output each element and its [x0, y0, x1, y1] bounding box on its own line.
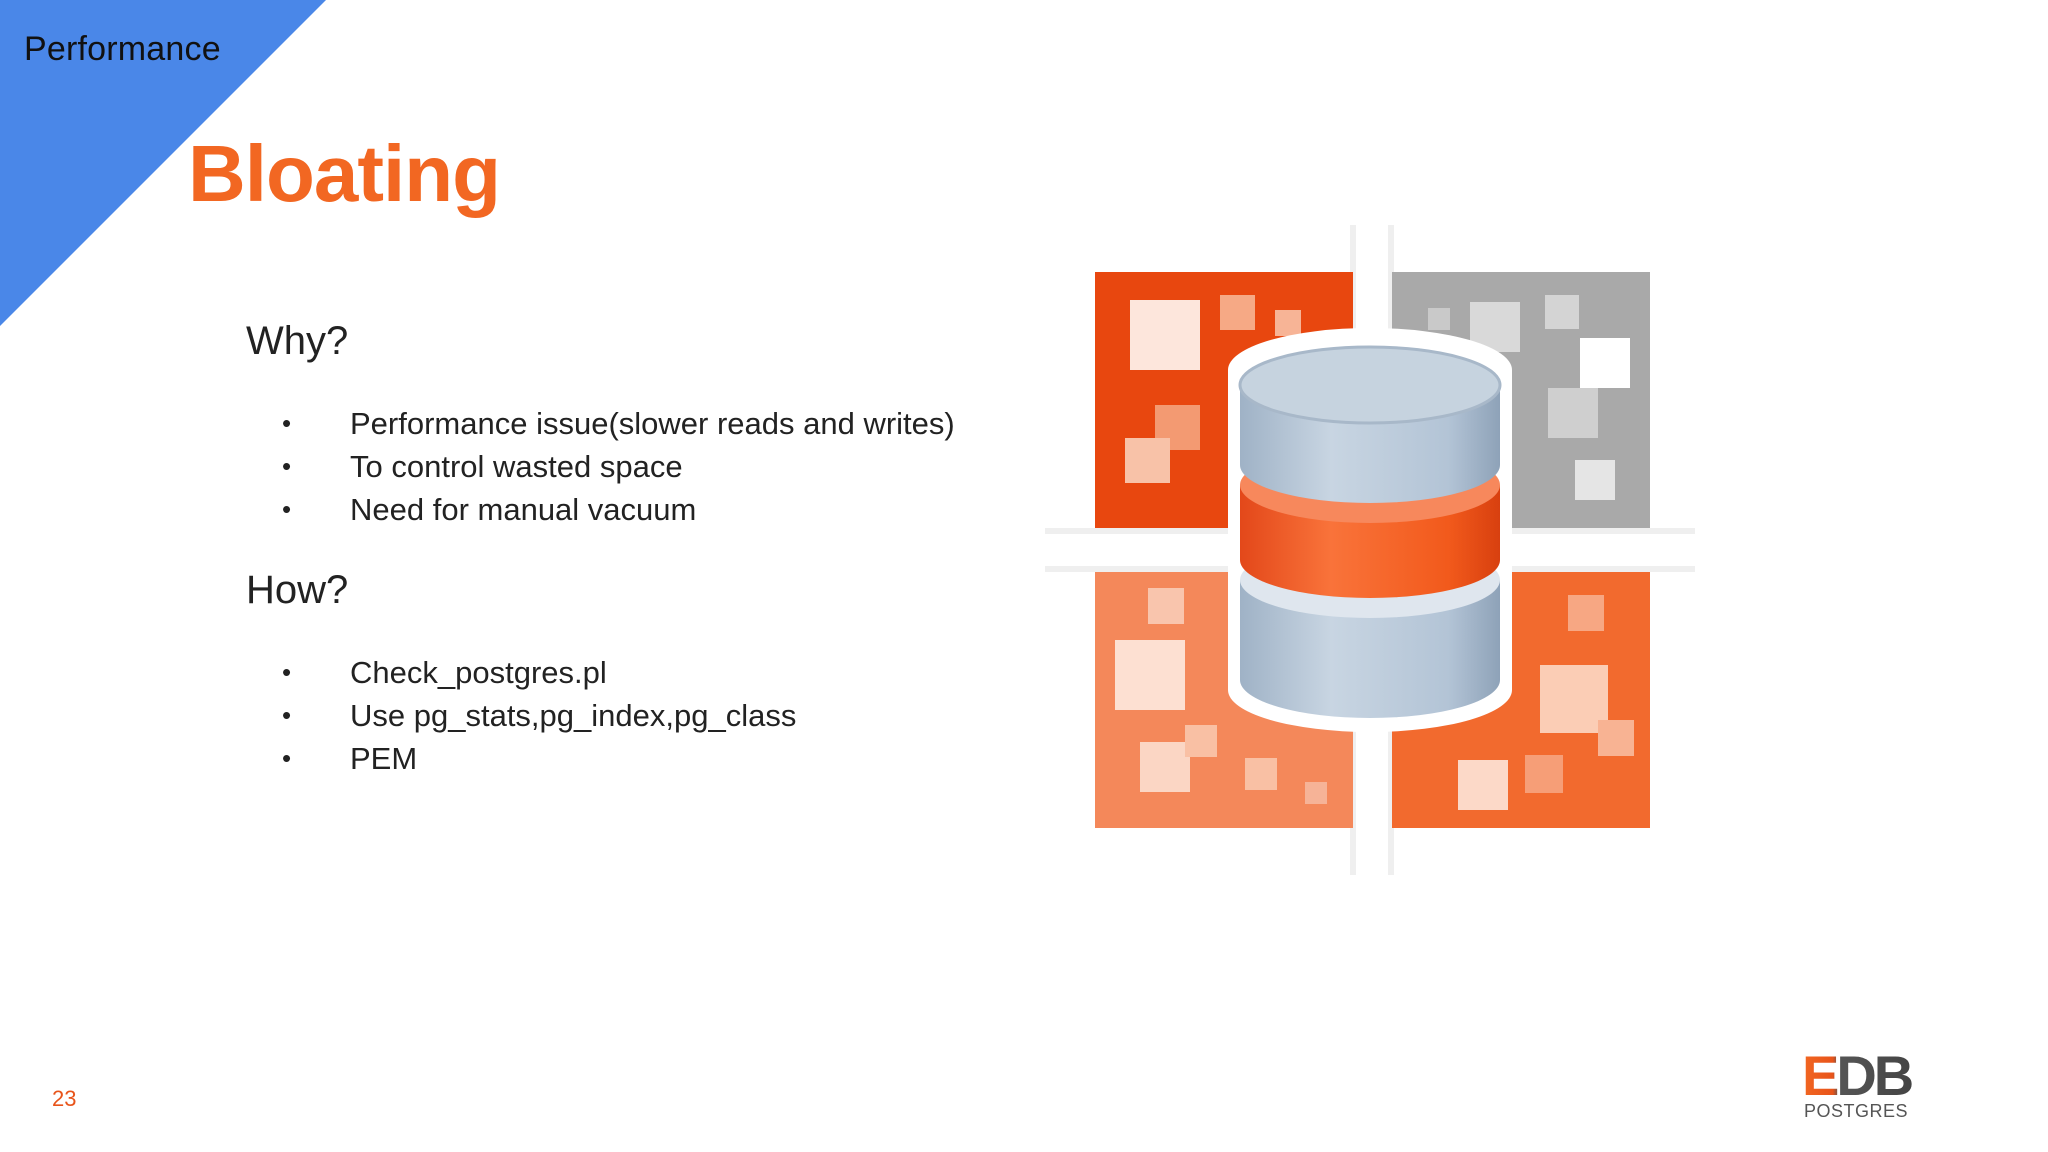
list-item-text: PEM — [350, 741, 418, 776]
how-list: • Check_postgres.pl • Use pg_stats,pg_inde… — [246, 651, 1026, 780]
how-heading: How? — [246, 568, 349, 612]
section-label: Performance — [24, 30, 221, 68]
list-item: • Performance issue(slower reads and writ… — [246, 402, 1026, 445]
list-item-text: Performance issue(slower reads and write… — [350, 406, 955, 441]
why-heading: Why? — [246, 319, 349, 363]
list-item-text: Need for manual vacuum — [350, 492, 697, 527]
bullet-icon: • — [282, 743, 292, 773]
list-item-text: Use pg_stats,pg_index,pg_class — [350, 698, 797, 733]
bullet-icon: • — [282, 451, 292, 481]
list-item: • Check_postgres.pl — [246, 651, 1026, 694]
bullet-icon: • — [282, 657, 292, 687]
list-item: • PEM — [246, 737, 1026, 780]
svg-text:EDB: EDB — [1802, 1045, 1912, 1107]
page-number: 23 — [52, 1086, 77, 1111]
list-item: • Use pg_stats,pg_index,pg_class — [246, 694, 1026, 737]
bullet-icon: • — [282, 408, 292, 438]
list-item: • To control wasted space — [246, 445, 1026, 488]
list-item: • Need for manual vacuum — [246, 488, 1026, 531]
corner-triangle — [0, 0, 326, 326]
slide-title: Bloating — [188, 129, 501, 218]
list-item-text: Check_postgres.pl — [350, 655, 607, 690]
database-quadrants-icon — [1045, 225, 1695, 875]
content-area: Why? • Performance issue(slower reads and… — [246, 318, 1026, 780]
bullet-icon: • — [282, 700, 292, 730]
svg-text:POSTGRES: POSTGRES — [1804, 1101, 1908, 1121]
bullet-icon: • — [282, 494, 292, 524]
why-list: • Performance issue(slower reads and writ… — [246, 402, 1026, 531]
list-item-text: To control wasted space — [350, 449, 683, 484]
edb-postgres-logo: EDB POSTGRES — [1802, 1045, 1915, 1121]
